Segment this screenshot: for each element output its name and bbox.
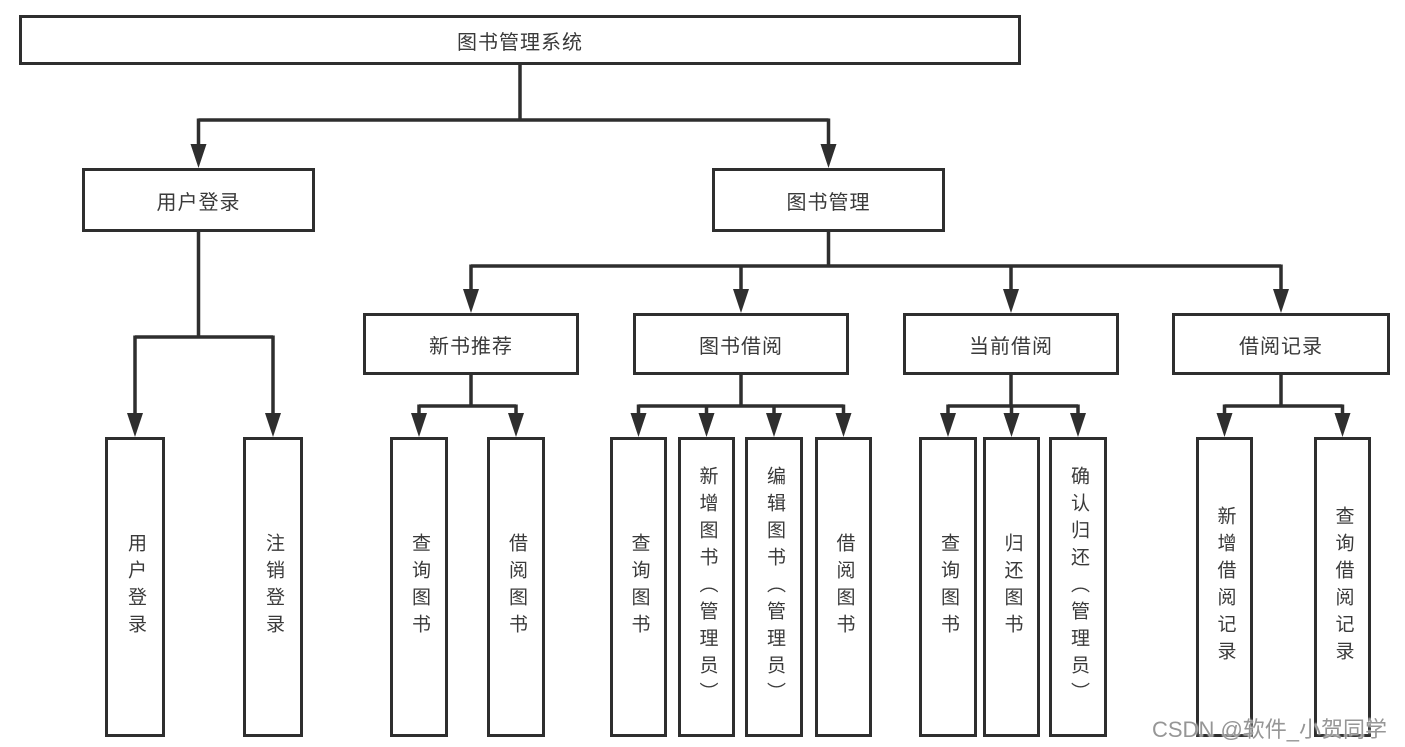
node-label: 借阅记录 — [1239, 335, 1323, 358]
node-label: 注销登录 — [262, 533, 284, 641]
node-label: 查询图书 — [408, 533, 430, 641]
node-label: 用户登录 — [124, 533, 146, 641]
leaf-logout: 注销登录 — [243, 437, 303, 737]
arrowhead-icon — [630, 413, 647, 437]
node-label: 图书借阅 — [699, 335, 783, 358]
node-label: 查询图书 — [937, 533, 959, 641]
node-label: 查询借阅记录 — [1332, 506, 1354, 668]
arrowhead-icon — [1273, 289, 1289, 313]
arrowhead-icon — [835, 413, 852, 437]
node-borrowing-records: 借阅记录 — [1172, 313, 1390, 375]
arrowhead-icon — [411, 413, 427, 437]
arrowhead-icon — [1070, 413, 1086, 437]
node-label: 图书管理系统 — [457, 31, 583, 54]
arrowhead-icon — [463, 289, 479, 313]
arrowhead-icon — [1216, 413, 1233, 437]
arrowhead-icon — [265, 413, 281, 437]
leaf-borrow-books-recommend: 借阅图书 — [487, 437, 545, 737]
node-label: 用户登录 — [156, 191, 241, 214]
node-label: 当前借阅 — [969, 335, 1053, 358]
leaf-add-books-admin: 新增图书（管理员） — [678, 437, 735, 737]
arrowheads — [127, 144, 1351, 437]
leaf-add-borrow-record: 新增借阅记录 — [1196, 437, 1253, 737]
node-label: 归还图书 — [1001, 533, 1023, 641]
node-label: 图书管理 — [786, 191, 871, 214]
node-label: 借阅图书 — [505, 533, 527, 641]
node-label: 借阅图书 — [833, 533, 855, 641]
arrowhead-icon — [1334, 413, 1351, 437]
leaf-query-books-current: 查询图书 — [919, 437, 977, 737]
node-user-login-module: 用户登录 — [82, 168, 315, 232]
arrowhead-icon — [766, 413, 782, 437]
node-label: 查询图书 — [628, 533, 650, 641]
node-book-management-module: 图书管理 — [712, 168, 945, 232]
leaf-query-books-borrow: 查询图书 — [610, 437, 667, 737]
node-label: 新书推荐 — [429, 335, 513, 358]
leaf-edit-books-admin: 编辑图书（管理员） — [745, 437, 803, 737]
arrowhead-icon — [820, 144, 837, 168]
leaf-confirm-return-admin: 确认归还（管理员） — [1049, 437, 1107, 737]
node-label: 确认归还（管理员） — [1067, 465, 1089, 709]
node-label: 新增借阅记录 — [1214, 506, 1236, 668]
leaf-return-books: 归还图书 — [983, 437, 1040, 737]
arrowhead-icon — [733, 289, 749, 313]
arrowhead-icon — [698, 413, 715, 437]
connector-strokes — [133, 64, 1345, 416]
node-library-management-system: 图书管理系统 — [19, 15, 1021, 65]
arrowhead-icon — [940, 413, 956, 437]
arrowhead-icon — [190, 144, 207, 168]
watermark: CSDN @软件_小贺同学 — [1152, 717, 1388, 742]
arrowhead-icon — [1003, 413, 1020, 437]
arrowhead-icon — [127, 413, 143, 437]
leaf-borrow-books: 借阅图书 — [815, 437, 872, 737]
node-current-borrowing: 当前借阅 — [903, 313, 1119, 375]
arrowhead-icon — [508, 413, 524, 437]
arrowhead-icon — [1003, 289, 1019, 313]
node-label: 新增图书（管理员） — [696, 465, 718, 709]
leaf-query-borrow-record: 查询借阅记录 — [1314, 437, 1371, 737]
node-new-book-recommendation: 新书推荐 — [363, 313, 579, 375]
leaf-user-login: 用户登录 — [105, 437, 165, 737]
node-book-borrowing: 图书借阅 — [633, 313, 849, 375]
leaf-query-books-recommend: 查询图书 — [390, 437, 448, 737]
node-label: 编辑图书（管理员） — [763, 465, 785, 709]
